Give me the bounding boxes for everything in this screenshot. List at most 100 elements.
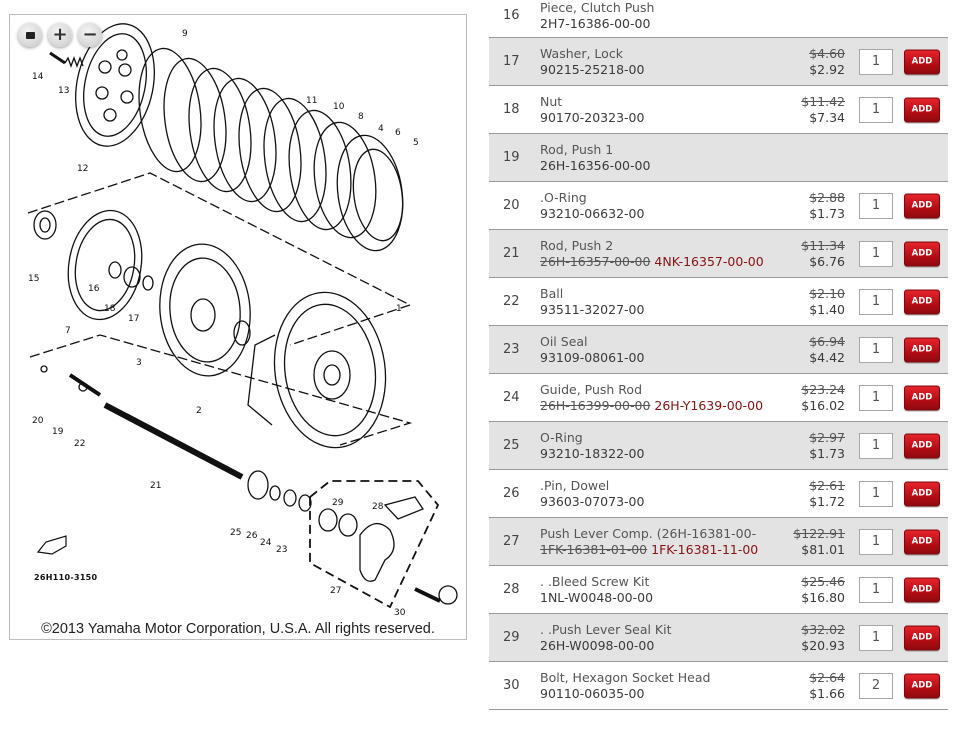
clutch-plate-stack bbox=[138, 47, 404, 252]
quantity-input[interactable] bbox=[859, 576, 893, 603]
price-block: $2.10$1.40 bbox=[809, 286, 845, 318]
part-number-line: 26H-W0098-00-00 bbox=[540, 638, 672, 654]
quantity-input[interactable] bbox=[859, 672, 893, 699]
sale-price: $7.34 bbox=[809, 109, 845, 125]
quantity-input[interactable] bbox=[859, 336, 893, 363]
part-ref-number: 30 bbox=[503, 678, 520, 693]
exploded-diagram-panel[interactable]: 9 11 10 8 4 6 5 14 13 12 15 16 18 17 7 3… bbox=[9, 14, 467, 640]
price-block: $32.02$20.93 bbox=[801, 622, 845, 654]
add-to-cart-button[interactable]: ADD bbox=[904, 625, 940, 650]
callout-3: 3 bbox=[136, 358, 142, 368]
part-number-line: 93511-32027-00 bbox=[540, 302, 644, 318]
quantity-input[interactable] bbox=[859, 288, 893, 315]
add-to-cart-button[interactable]: ADD bbox=[904, 577, 940, 602]
quantity-input[interactable] bbox=[859, 96, 893, 123]
add-to-cart-button[interactable]: ADD bbox=[904, 433, 940, 458]
callout-5: 5 bbox=[413, 138, 419, 148]
msrp-price: $6.94 bbox=[809, 333, 845, 349]
part-number: 90170-20323-00 bbox=[540, 109, 645, 125]
sale-price: $1.72 bbox=[809, 493, 845, 509]
quantity-input[interactable] bbox=[859, 624, 893, 651]
sale-price: $2.92 bbox=[809, 61, 845, 77]
part-number: 90110-06035-00 bbox=[540, 685, 645, 701]
sale-price: $20.93 bbox=[801, 637, 845, 653]
sale-price: $16.02 bbox=[801, 397, 845, 413]
part-number-line: 90110-06035-00 bbox=[540, 686, 710, 702]
quantity-input[interactable] bbox=[859, 432, 893, 459]
part-number-line: 93210-06632-00 bbox=[540, 206, 644, 222]
quantity-input[interactable] bbox=[859, 192, 893, 219]
callout-30: 30 bbox=[394, 608, 406, 615]
add-to-cart-button[interactable]: ADD bbox=[904, 97, 940, 122]
part-row: 27 Push Lever Comp. (26H-16381-00-1FK-163… bbox=[489, 518, 948, 566]
callout-10: 10 bbox=[333, 102, 345, 112]
part-ref-number: 26 bbox=[503, 486, 520, 501]
part-name: Ball bbox=[540, 285, 564, 301]
reset-view-button[interactable] bbox=[18, 23, 42, 47]
price-block: $122.91$81.01 bbox=[793, 526, 845, 558]
msrp-price: $2.10 bbox=[809, 285, 845, 301]
quantity-input[interactable] bbox=[859, 240, 893, 267]
part-name: Washer, Lock bbox=[540, 45, 623, 61]
add-to-cart-button[interactable]: ADD bbox=[904, 193, 940, 218]
callout-29: 29 bbox=[332, 498, 344, 508]
diagram-zoom-controls: + − bbox=[18, 23, 102, 47]
add-to-cart-button[interactable]: ADD bbox=[904, 481, 940, 506]
part-number-line: 26H-16356-00-00 bbox=[540, 158, 650, 174]
quantity-input[interactable] bbox=[859, 480, 893, 507]
msrp-price: $32.02 bbox=[801, 621, 845, 637]
part-name: Guide, Push Rod bbox=[540, 381, 643, 397]
zoom-in-button[interactable]: + bbox=[48, 23, 72, 47]
add-to-cart-button[interactable]: ADD bbox=[904, 337, 940, 362]
add-to-cart-button[interactable]: ADD bbox=[904, 241, 940, 266]
part-number-line: 26H-16357-00-00 4NK-16357-00-00 bbox=[540, 254, 764, 270]
price-block: $2.88$1.73 bbox=[809, 190, 845, 222]
sale-price: $16.80 bbox=[801, 589, 845, 605]
part-description: Push Lever Comp. (26H-16381-00-1FK-16381… bbox=[540, 526, 758, 558]
quantity-input[interactable] bbox=[859, 48, 893, 75]
add-to-cart-button[interactable]: ADD bbox=[904, 529, 940, 554]
part-name: Push Lever Comp. (26H-16381-00- bbox=[540, 525, 757, 541]
msrp-price: $4.60 bbox=[809, 45, 845, 61]
callout-21: 21 bbox=[150, 481, 161, 491]
callout-19: 19 bbox=[52, 427, 64, 437]
zoom-out-button[interactable]: − bbox=[78, 23, 102, 47]
add-to-cart-button[interactable]: ADD bbox=[904, 385, 940, 410]
add-to-cart-button[interactable]: ADD bbox=[904, 49, 940, 74]
callout-15: 15 bbox=[28, 274, 39, 284]
add-to-cart-button[interactable]: ADD bbox=[904, 289, 940, 314]
part-name: Rod, Push 1 bbox=[540, 141, 614, 157]
sale-price: $1.66 bbox=[809, 685, 845, 701]
push-rod-part bbox=[103, 402, 244, 480]
quantity-input[interactable] bbox=[859, 528, 893, 555]
part-number-line: 1FK-16381-01-00 1FK-16381-11-00 bbox=[540, 542, 758, 558]
callout-25: 25 bbox=[230, 528, 241, 538]
reset-view-icon bbox=[25, 31, 35, 39]
callout-9: 9 bbox=[182, 29, 188, 39]
callout-24: 24 bbox=[260, 538, 272, 548]
part-ref-number: 22 bbox=[503, 294, 520, 309]
msrp-price: $2.64 bbox=[809, 669, 845, 685]
price-block: $4.60$2.92 bbox=[809, 46, 845, 78]
part-name: . .Push Lever Seal Kit bbox=[540, 621, 672, 637]
part-number-line: 93210-18322-00 bbox=[540, 446, 644, 462]
add-to-cart-button[interactable]: ADD bbox=[904, 673, 940, 698]
part-ref-number: 19 bbox=[503, 150, 520, 165]
part-ref-number: 27 bbox=[503, 534, 520, 549]
superseded-part-number: 1FK-16381-01-00 bbox=[540, 541, 648, 557]
msrp-price: $11.42 bbox=[801, 93, 845, 109]
quantity-input[interactable] bbox=[859, 384, 893, 411]
